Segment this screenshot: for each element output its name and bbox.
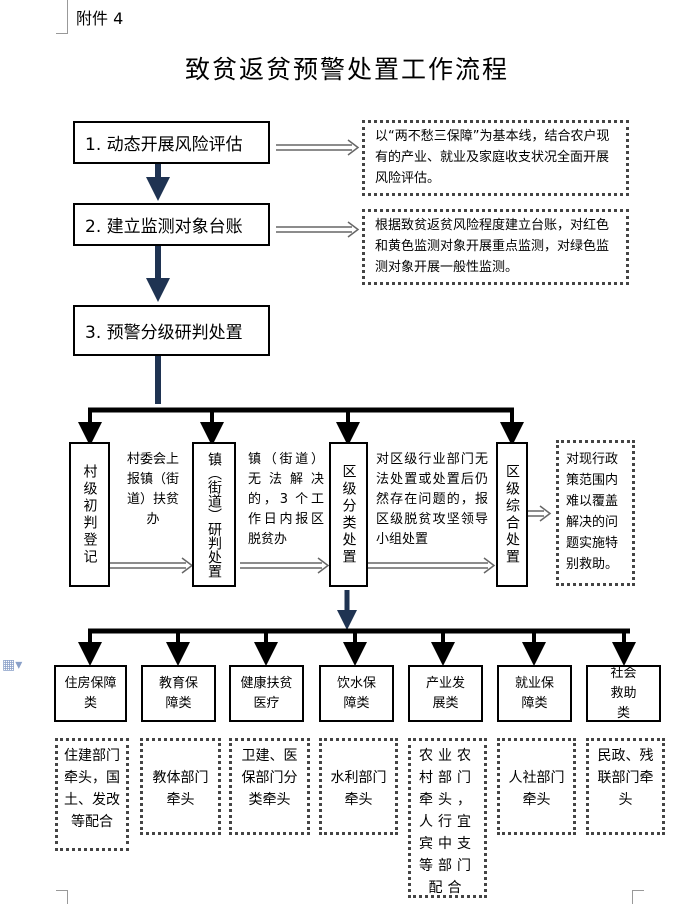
final-note-box: 对现行政策范围内难以覆盖解决的问题实施特别救助。 bbox=[556, 440, 635, 586]
resp-industry-box: 农业农村部门牵头，人行宜宾中支等部门配合 bbox=[408, 738, 487, 898]
final-note-text: 对现行政策范围内难以覆盖解决的问题实施特别救助。 bbox=[566, 452, 619, 572]
step-1-label: 1. 动态开展风险评估 bbox=[85, 135, 243, 155]
category-relief-box: 社会救助类 bbox=[586, 665, 661, 722]
resp-industry-text: 农业农村部门牵头，人行宜宾中支等部门配合 bbox=[419, 748, 476, 896]
note-1-box: 以“两不愁三保障”为基本线，结合农户现有的产业、就业及家庭收支状况全面开展风险评… bbox=[362, 120, 629, 196]
level-district-class-label: 区级分类处置 bbox=[340, 463, 357, 566]
resp-employment-box: 人社部门牵头 bbox=[497, 738, 576, 835]
category-industry-label: 产业发展类 bbox=[425, 675, 465, 711]
note-1-text: 以“两不愁三保障”为基本线，结合农户现有的产业、就业及家庭收支状况全面开展风险评… bbox=[375, 129, 610, 186]
step-3-label: 3. 预警分级研判处置 bbox=[85, 323, 243, 343]
level-town-box: 镇（街道）研判处置 bbox=[192, 442, 236, 587]
category-relief-label: 社会救助类 bbox=[610, 665, 637, 721]
page-corner-mark bbox=[56, 0, 68, 34]
page-corner-mark bbox=[632, 890, 644, 904]
step-3-box: 3. 预警分级研判处置 bbox=[73, 305, 270, 356]
attachment-label: 附件 4 bbox=[76, 9, 124, 28]
transition-3-text: 对区级行业部门无法处置或处置后仍然存在问题的，报区级脱贫攻坚领导小组处置 bbox=[376, 452, 488, 547]
resp-education-box: 教体部门牵头 bbox=[140, 738, 221, 835]
resp-health-box: 卫建、医保部门分类牵头 bbox=[229, 738, 310, 835]
transition-1-text: 村委会上报镇（街道）扶贫办 bbox=[126, 452, 179, 527]
category-employment-box: 就业保障类 bbox=[497, 665, 572, 722]
resp-water-box: 水利部门牵头 bbox=[319, 738, 398, 835]
step-2-box: 2. 建立监测对象台账 bbox=[73, 203, 270, 246]
category-education-label: 教育保障类 bbox=[158, 675, 198, 711]
category-water-box: 饮水保障类 bbox=[319, 665, 394, 722]
category-health-box: 健康扶贫医疗 bbox=[229, 665, 304, 722]
level-district-comp-box: 区级综合处置 bbox=[496, 442, 528, 587]
page-title: 致贫返贫预警处置工作流程 bbox=[184, 55, 509, 84]
transition-2-text: 镇（街道）无法解决的，3 个工作日内报区脱贫办 bbox=[248, 452, 324, 547]
arrow-step2-note bbox=[276, 221, 360, 238]
step-1-box: 1. 动态开展风险评估 bbox=[73, 121, 270, 164]
resp-water-text: 水利部门牵头 bbox=[330, 770, 387, 808]
category-education-box: 教育保障类 bbox=[141, 665, 216, 722]
resp-relief-text: 民政、残联部门牵头 bbox=[597, 748, 654, 808]
note-2-box: 根据致贫返贫风险程度建立台账，对红色和黄色监测对象开展重点监测，对绿色监测对象开… bbox=[362, 209, 629, 285]
resp-housing-box: 住建部门牵头，国土、发改等配合 bbox=[55, 738, 129, 851]
category-housing-box: 住房保障类 bbox=[54, 665, 127, 722]
step-2-label: 2. 建立监测对象台账 bbox=[85, 217, 243, 237]
note-2-text: 根据致贫返贫风险程度建立台账，对红色和黄色监测对象开展重点监测，对绿色监测对象开… bbox=[375, 218, 610, 275]
level-village-label: 村级初判登记 bbox=[81, 463, 98, 566]
level-district-class-box: 区级分类处置 bbox=[329, 442, 368, 587]
category-housing-label: 住房保障类 bbox=[64, 675, 117, 711]
resp-health-text: 卫建、医保部门分类牵头 bbox=[241, 748, 298, 808]
level-town-label: 镇（街道）研判处置 bbox=[206, 451, 222, 578]
page-corner-mark bbox=[56, 890, 68, 904]
paragraph-handle-icon[interactable]: ▦▾ bbox=[2, 657, 23, 673]
arrow-step1-note bbox=[276, 139, 360, 156]
resp-employment-text: 人社部门牵头 bbox=[508, 770, 565, 808]
category-industry-box: 产业发展类 bbox=[408, 665, 483, 722]
resp-housing-text: 住建部门牵头，国土、发改等配合 bbox=[64, 748, 120, 830]
resp-relief-box: 民政、残联部门牵头 bbox=[586, 738, 665, 835]
category-health-label: 健康扶贫医疗 bbox=[240, 675, 293, 711]
resp-education-text: 教体部门牵头 bbox=[152, 770, 209, 808]
category-water-label: 饮水保障类 bbox=[336, 675, 376, 711]
category-employment-label: 就业保障类 bbox=[514, 675, 554, 711]
level-district-comp-label: 区级综合处置 bbox=[504, 463, 520, 566]
level-village-box: 村级初判登记 bbox=[69, 442, 110, 587]
